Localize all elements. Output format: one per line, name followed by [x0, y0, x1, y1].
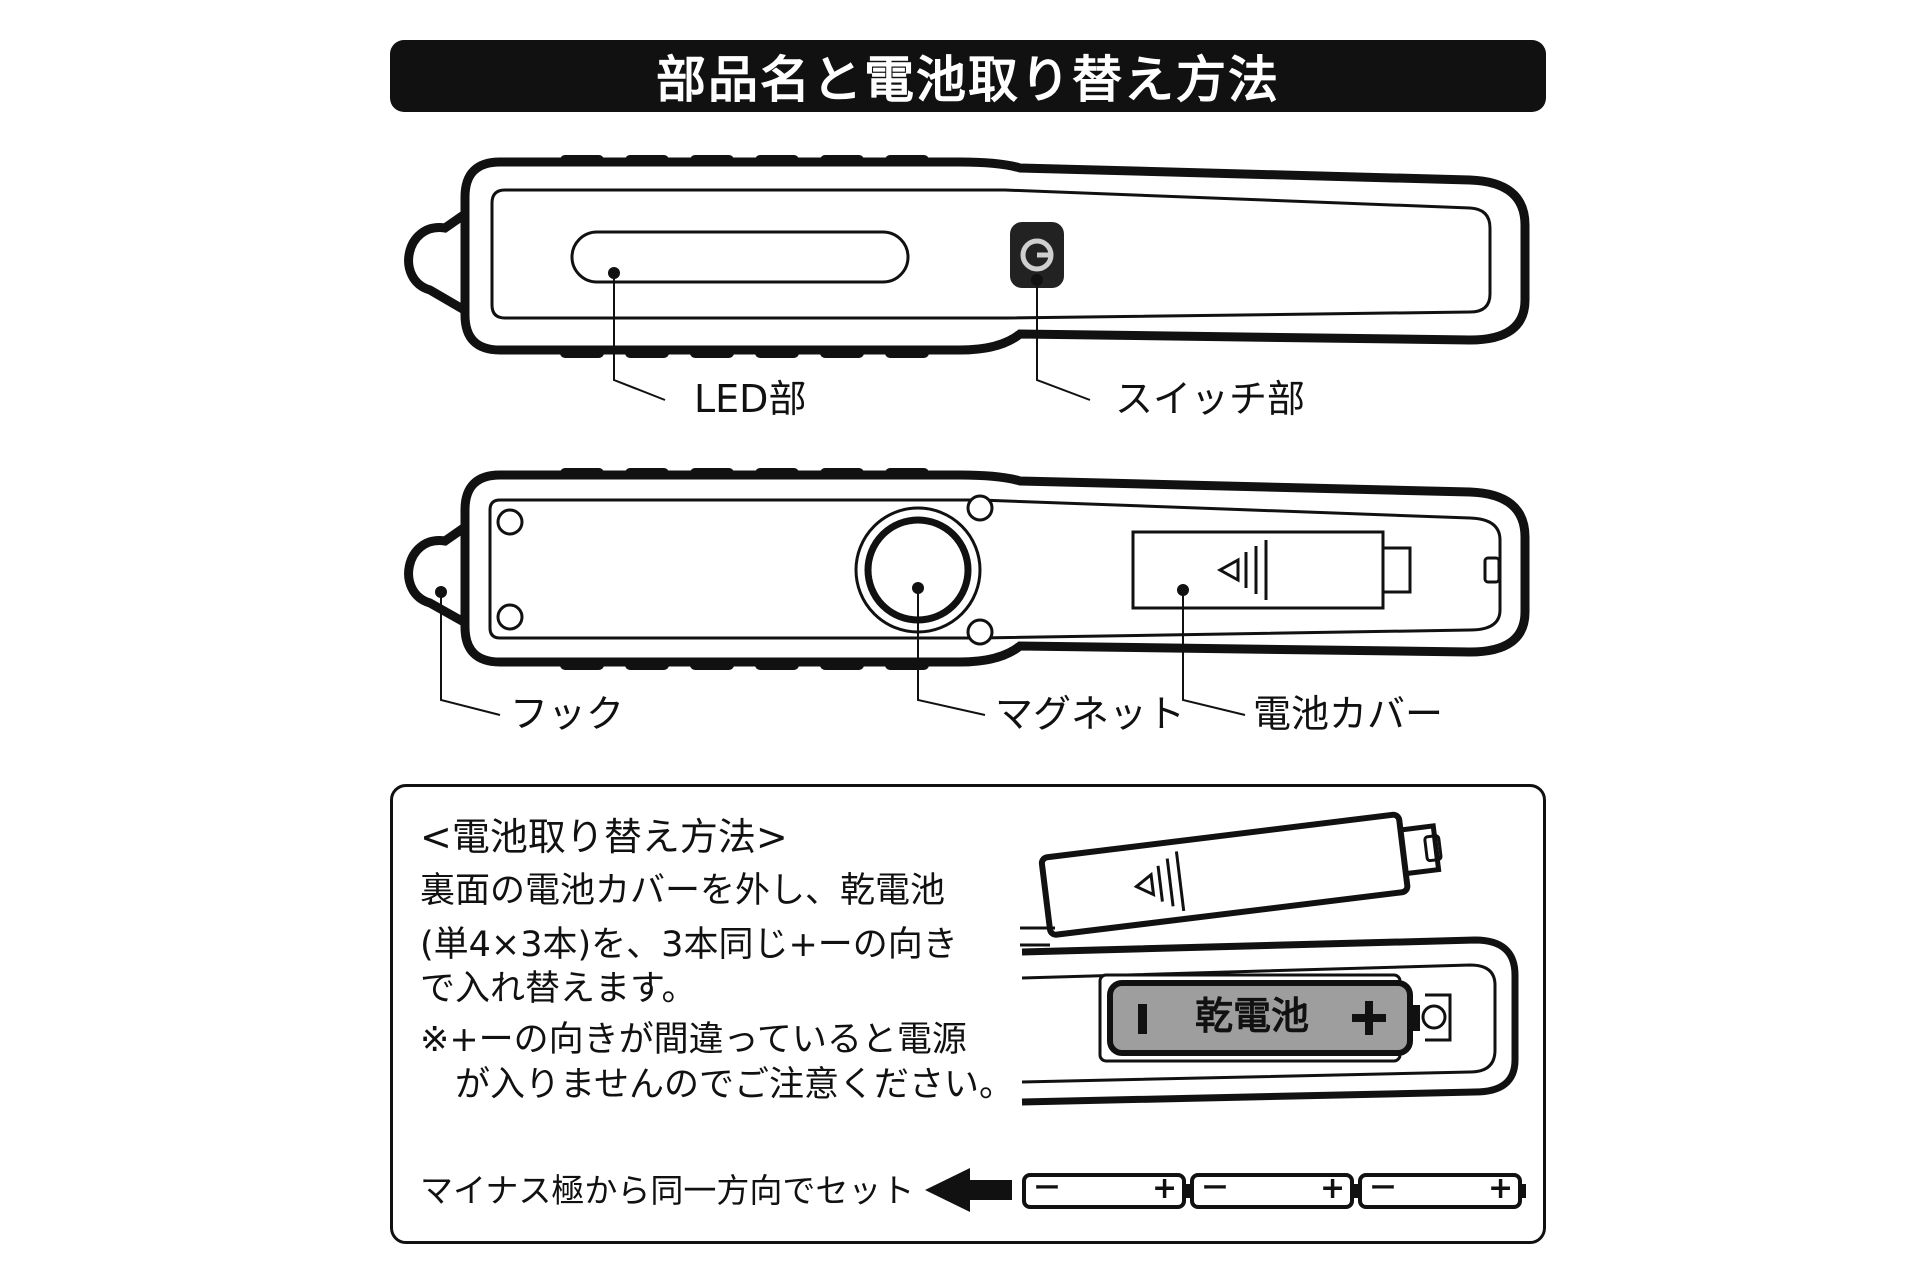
page-title: 部品名と電池取り替え方法 [656, 51, 1280, 109]
mini-battery-1-plus: + [1152, 1171, 1178, 1206]
title-banner: 部品名と電池取り替え方法 [390, 40, 1546, 112]
mini-battery-1 [1022, 1173, 1190, 1209]
magnet-label: マグネット [995, 692, 1186, 736]
instruction-line-1: 裏面の電池カバーを外し、乾電池 [420, 871, 946, 911]
cover-leader-line [1182, 590, 1246, 716]
mini-battery-2-plus: + [1320, 1171, 1346, 1206]
set-direction-row [925, 1168, 1526, 1212]
set-direction-text: マイナス極から同一方向でセット [420, 1171, 915, 1210]
battery-minus-symbol: ー [1127, 998, 1128, 999]
mini-battery-1-minus: ー [1034, 1174, 1061, 1204]
light-front-view [404, 155, 1530, 401]
instruction-box [390, 784, 1546, 1244]
direction-arrow-icon [925, 1168, 1012, 1212]
light-back-view [404, 468, 1530, 716]
battery-cover [1131, 530, 1385, 610]
instruction-note-2: が入りませんのでご注意ください。 [455, 1065, 1014, 1105]
hook-leader-line [440, 592, 501, 716]
led-window [570, 230, 910, 284]
cover-slide-arrow-icon [1216, 540, 1268, 600]
led-label: LED部 [694, 377, 807, 421]
mini-battery-3-minus: ー [1370, 1174, 1397, 1204]
hook-back [404, 513, 483, 635]
battery-cover-label: 電池カバー [1253, 692, 1444, 736]
switch-label: スイッチ部 [1115, 377, 1306, 421]
battery-plus-symbol: + [1360, 998, 1361, 999]
mini-battery-3 [1358, 1173, 1526, 1209]
hook-front [404, 200, 483, 323]
hook-label: フック [510, 692, 625, 736]
mini-battery-3-plus: + [1488, 1171, 1514, 1206]
magnet-leader-line [917, 588, 986, 716]
battery-replacement-illustration [1020, 811, 1519, 1106]
battery-cell-label: 乾電池 [1195, 994, 1310, 1038]
switch-leader-line [1036, 280, 1091, 401]
instruction-line-2: (単4×3本)を、3本同じ+ーの向き [420, 925, 958, 965]
mini-battery-2 [1190, 1173, 1358, 1209]
mini-battery-2-minus: ー [1202, 1174, 1229, 1204]
instruction-line-3: で入れ替えます。 [420, 969, 697, 1009]
instruction-heading: <電池取り替え方法> [420, 815, 788, 859]
led-leader-line [613, 273, 666, 401]
instruction-note-1: ※+ーの向きが間違っていると電源 [420, 1020, 967, 1060]
